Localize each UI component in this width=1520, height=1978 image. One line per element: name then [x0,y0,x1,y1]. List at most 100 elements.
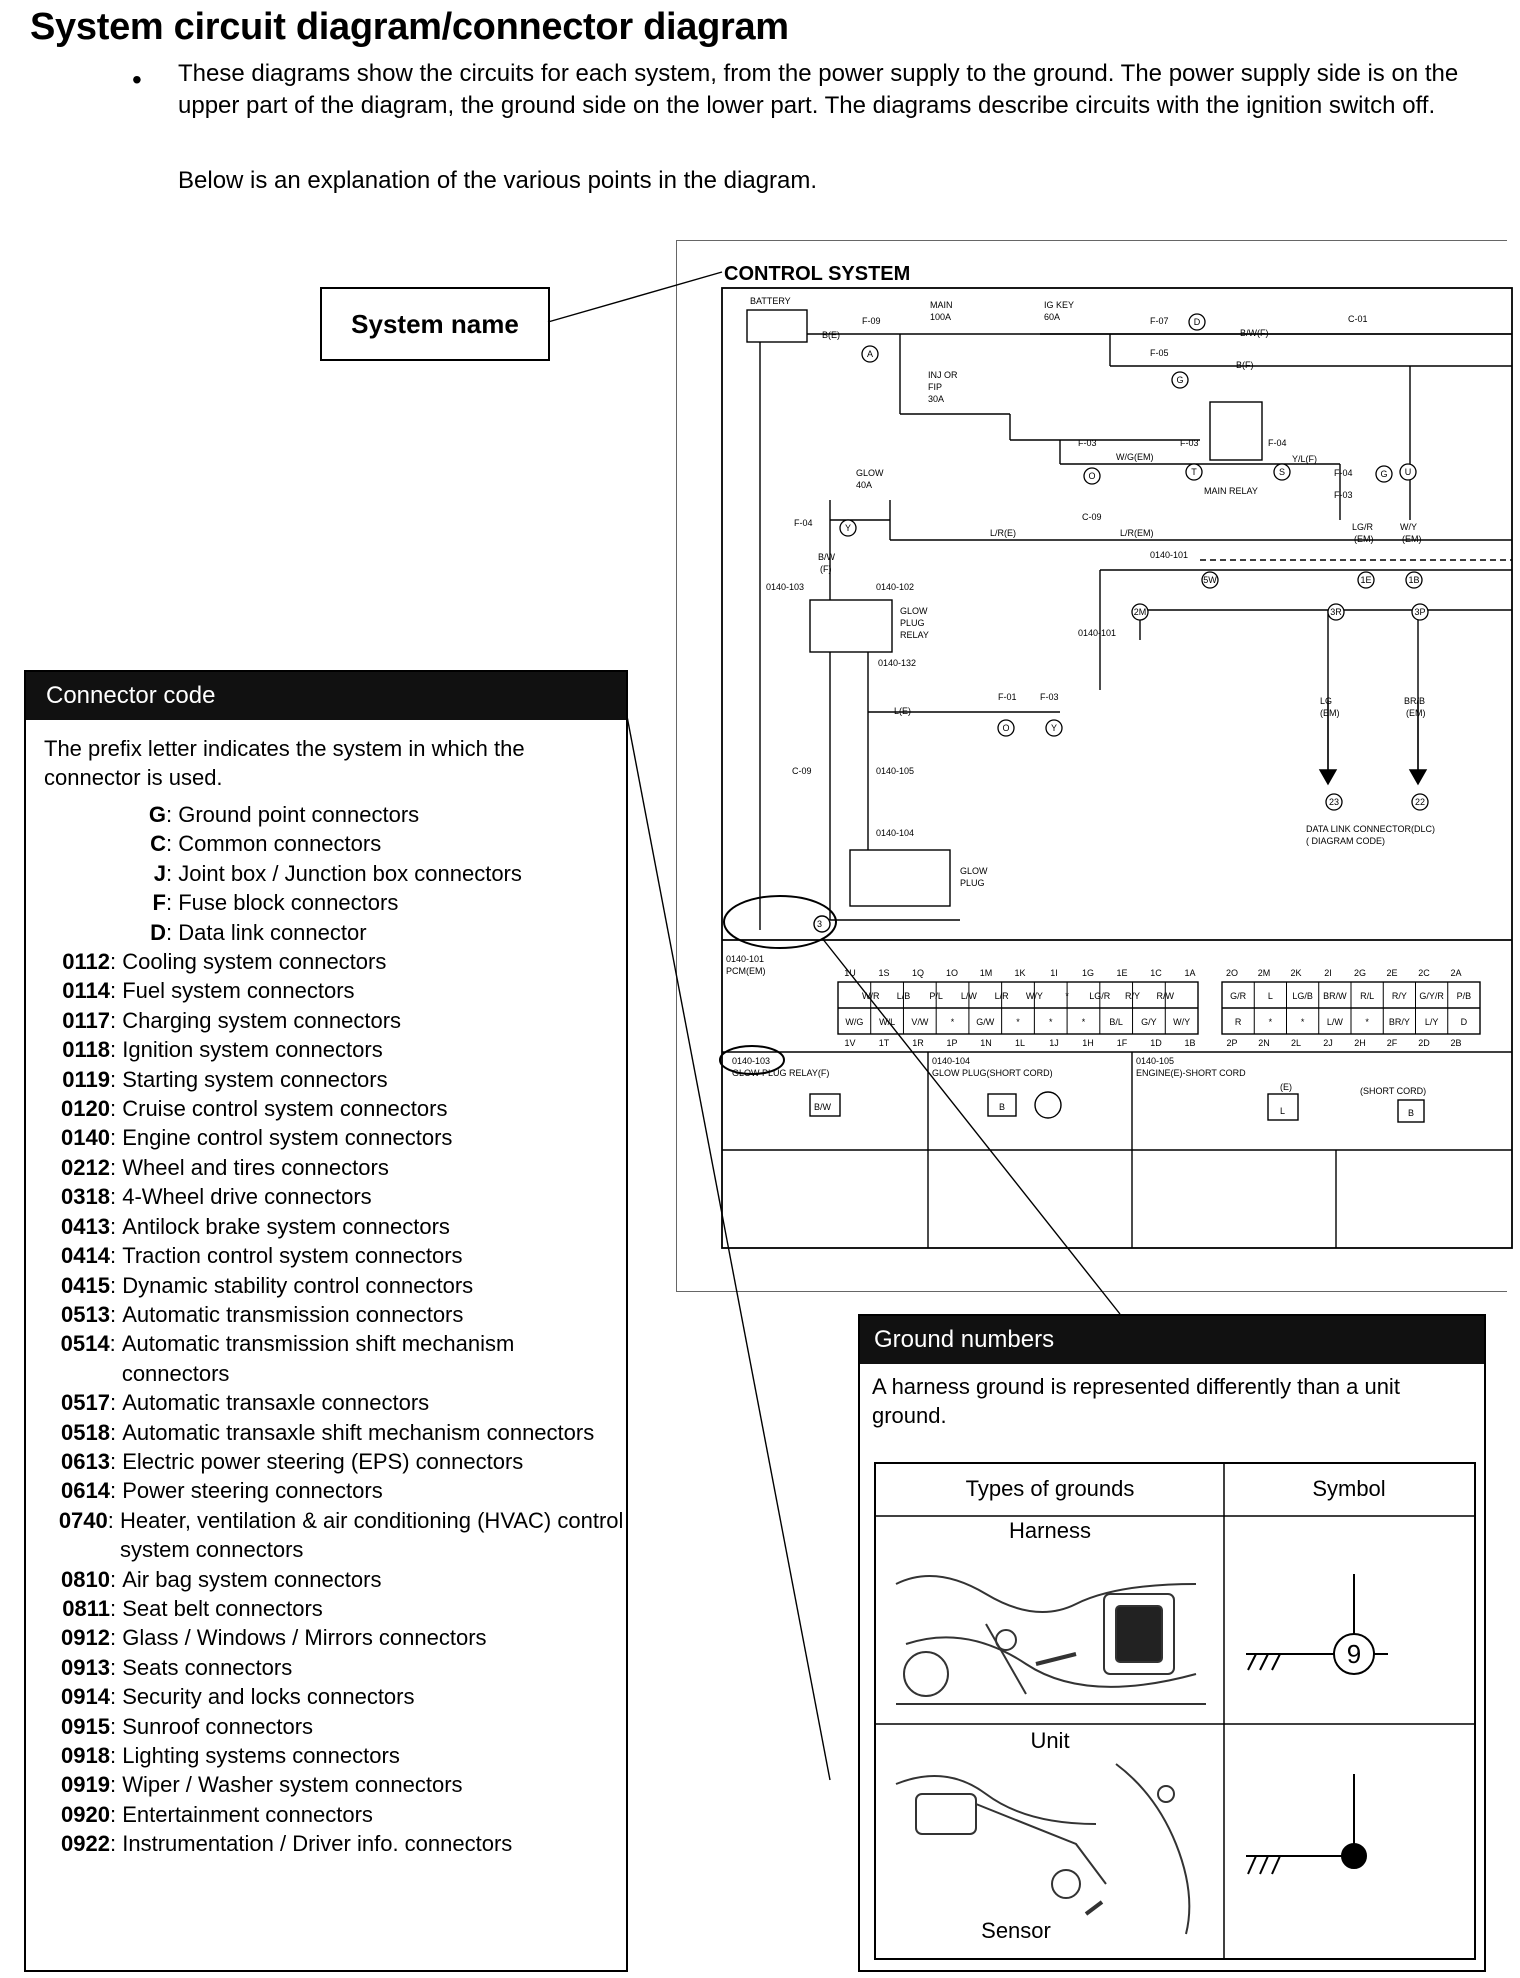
connector-code-colon: : [110,1478,123,1504]
connector-code-label: Security and locks connectors [122,1684,415,1710]
connector-code-label: Charging system connectors [122,1007,402,1033]
connector-code-colon: : [166,919,179,945]
connector-code-colon: : [110,1272,123,1298]
connector-code-item: 0413: Antilock brake system connectors [40,1212,625,1241]
connector-code-label: Lighting systems connectors [122,1743,400,1768]
connector-code-colon: : [110,1713,123,1739]
connector-code-value: 0810 [61,1566,110,1592]
connector-code-value: 0119 [62,1066,110,1092]
connector-code-colon: : [110,1243,123,1269]
connector-code-label: Entertainment connectors [122,1801,373,1827]
connector-code-colon: : [110,1096,123,1122]
connector-code-label: Joint box / Junction box connectors [178,860,522,886]
connector-code-item: 0513: Automatic transmission connectors [40,1300,625,1329]
connector-code-item: 0120: Cruise control system connectors [40,1094,625,1123]
connector-code-label: Cruise control system connectors [122,1096,448,1122]
unit-ground-illustration [895,1763,1191,1935]
connector-code-label: Wiper / Washer system connectors [122,1772,463,1798]
ground-numbers-header: Ground numbers [860,1316,1484,1364]
connector-code-colon: : [166,890,179,916]
connector-code-colon: : [110,1066,123,1092]
connector-code-value: 0922 [61,1831,110,1857]
connector-code-item: 0318: 4-Wheel drive connectors [40,1182,625,1211]
intro-paragraph: These diagrams show the circuits for eac… [178,60,1459,119]
connector-code-panel: Connector code The prefix letter indicat… [24,670,628,1972]
connector-code-value: 0318 [61,1184,110,1210]
connector-code-colon: : [110,1184,123,1210]
connector-code-label: Air bag system connectors [122,1566,382,1592]
connector-code-label: Fuse block connectors [178,890,399,916]
connector-code-label: Traction control system connectors [122,1243,463,1269]
connector-code-colon: : [110,1743,123,1768]
symbol-header: Symbol [1312,1476,1386,1501]
connector-code-colon: : [110,1831,123,1857]
connector-code-label: Ground point connectors [178,802,420,827]
connector-code-colon: : [110,1566,123,1592]
unit-row-label: Unit [1030,1728,1070,1753]
connector-code-item: 0119: Starting system connectors [40,1065,625,1094]
connector-code-item: 0415: Dynamic stability control connecto… [40,1271,625,1300]
connector-code-item: 0112: Cooling system connectors [40,947,625,976]
connector-code-colon: : [110,1595,123,1621]
connector-code-item: 0514: Automatic transmission shift mecha… [40,1329,625,1388]
connector-code-item: 0913: Seats connectors [40,1653,625,1682]
connector-code-colon: : [110,1390,123,1416]
connector-code-label: Starting system connectors [122,1066,388,1092]
connector-code-colon: : [110,978,123,1004]
connector-code-value: 0913 [61,1654,110,1680]
connector-code-value: 0513 [61,1301,110,1327]
connector-code-value: 0915 [61,1713,110,1739]
harness-ground-symbol [1246,1574,1388,1675]
connector-code-value: 0118 [62,1037,110,1063]
connector-code-item: 0212: Wheel and tires connectors [40,1153,625,1182]
connector-code-value: 0117 [62,1007,110,1033]
connector-code-colon: : [110,1772,123,1798]
connector-code-value: 0912 [61,1625,110,1651]
connector-code-item: C: Common connectors [40,829,625,858]
page-title: System circuit diagram/connector diagram [30,6,789,48]
connector-code-item: 0517: Automatic transaxle connectors [40,1388,625,1417]
connector-code-item: 0912: Glass / Windows / Mirrors connecto… [40,1623,625,1652]
types-of-grounds-header: Types of grounds [965,1476,1135,1501]
connector-code-item: 0919: Wiper / Washer system connectors [40,1770,625,1799]
connector-code-item: 0918: Lighting systems connectors [40,1741,625,1770]
connector-code-item: 0920: Entertainment connectors [40,1800,625,1829]
connector-code-value: 0112 [62,949,110,975]
connector-code-colon: : [110,1007,123,1033]
connector-code-value: 0811 [62,1595,110,1621]
connector-code-colon: : [110,1448,123,1474]
system-name-callout: System name [320,287,550,361]
connector-code-label: Sunroof connectors [122,1713,314,1739]
connector-code-colon: : [110,1125,123,1151]
connector-code-item: 0922: Instrumentation / Driver info. con… [40,1829,625,1858]
connector-code-colon: : [110,949,123,975]
connector-code-value: 0114 [62,978,110,1004]
connector-code-label: Common connectors [178,831,382,857]
connector-code-label: Heater, ventilation & air conditioning (… [120,1507,630,1563]
connector-code-colon: : [110,1301,123,1327]
connector-code-item: 0118: Ignition system connectors [40,1035,625,1064]
connector-code-item: 0740: Heater, ventilation & air conditio… [40,1506,625,1565]
connector-code-description: The prefix letter indicates the system i… [44,736,525,790]
connector-code-colon: : [166,802,179,827]
connector-code-value: 0740 [58,1507,108,1533]
connector-code-label: Dynamic stability control connectors [122,1272,474,1298]
harness-row-label: Harness [1009,1518,1091,1543]
connector-code-colon: : [110,1684,123,1710]
connector-code-label: Automatic transmission connectors [122,1301,464,1327]
connector-code-value: 0920 [61,1801,110,1827]
connector-code-label: Wheel and tires connectors [122,1154,389,1180]
connector-code-value: J [153,860,166,886]
connector-code-colon: : [110,1037,123,1063]
connector-code-value: 0415 [61,1272,110,1298]
connector-code-item: 0518: Automatic transaxle shift mechanis… [40,1418,625,1447]
connector-code-value: 0614 [61,1478,110,1504]
connector-code-value: 0918 [61,1743,110,1768]
connector-code-value: G [148,802,166,827]
connector-code-value: 0212 [61,1154,110,1180]
connector-code-colon: : [110,1213,123,1239]
connector-code-label: Automatic transaxle shift mechanism conn… [122,1419,595,1445]
connector-code-item: 0810: Air bag system connectors [40,1565,625,1594]
connector-code-label: Seats connectors [122,1654,293,1680]
